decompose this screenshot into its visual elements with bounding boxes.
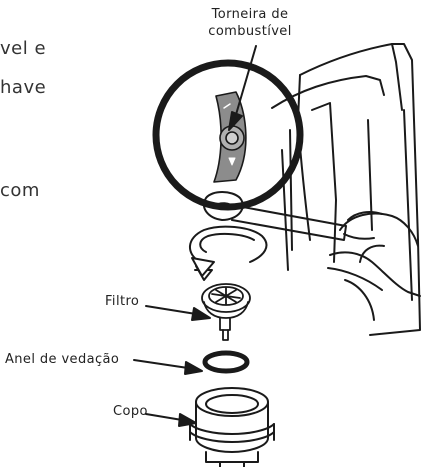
filter-callout-arrow (146, 306, 210, 320)
filter (202, 284, 250, 340)
seal-callout-arrow (134, 360, 202, 374)
cup-callout-arrow (146, 414, 196, 426)
sediment-cup (190, 388, 274, 467)
fuel-valve-lever (214, 92, 246, 182)
rotation-arrow-icon (190, 227, 267, 280)
wrench (204, 192, 346, 240)
seal-ring (205, 353, 247, 371)
engine-body (272, 44, 420, 335)
